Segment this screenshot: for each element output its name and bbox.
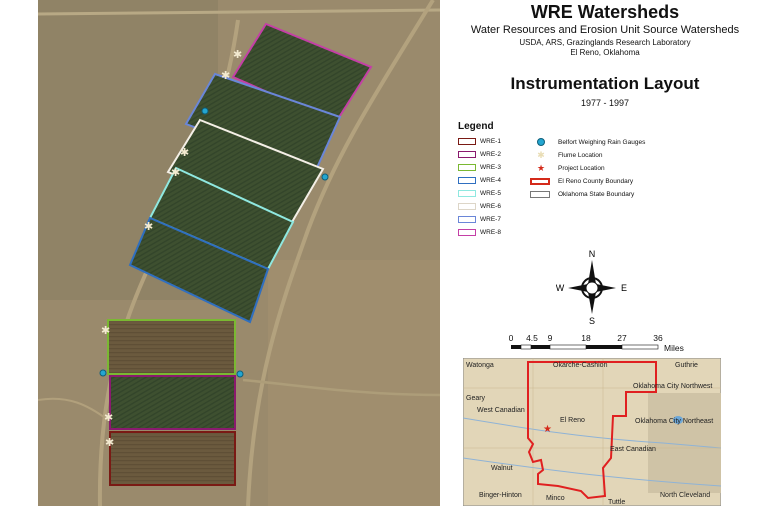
road-top: [38, 8, 440, 16]
rain-gauge-icon: [537, 138, 545, 146]
legend-swatch: [458, 150, 476, 158]
compass-w-label: W: [556, 283, 565, 293]
watershed-wre-2[interactable]: [109, 375, 236, 430]
legend-item-wre-7: WRE-7: [458, 214, 501, 224]
river: [463, 457, 721, 487]
scale-tick-label: 4.5: [526, 333, 538, 343]
legend-item-wre-4: WRE-4: [458, 175, 501, 185]
legend-item-state: Oklahoma State Boundary: [530, 189, 634, 199]
place-label: Oklahoma City Northwest: [633, 383, 712, 390]
track-west: [38, 397, 109, 421]
flume-star-icon[interactable]: ✱: [144, 220, 153, 233]
place-label: West Canadian: [477, 407, 525, 414]
layout-title: Instrumentation Layout: [510, 74, 700, 93]
rain-gauge-icon[interactable]: [321, 173, 329, 181]
legend-swatch: [458, 163, 476, 171]
scale-bar-segments: [511, 344, 659, 350]
aerial-photo-map: ✱ ✱ ✱ ✱ ✱ ✱ ✱ ✱: [38, 0, 440, 506]
project-star-icon: ★: [543, 424, 552, 435]
legend-swatch: [458, 137, 476, 145]
rain-gauge-icon[interactable]: [99, 369, 107, 377]
flume-star-icon[interactable]: ✱: [221, 69, 230, 82]
legend-item-wre-8: WRE-8: [458, 227, 501, 237]
place-label: Minco: [546, 495, 565, 502]
scale-tick-label: 18: [581, 333, 591, 343]
compass-rose-icon: [568, 260, 616, 314]
place-label: El Reno: [560, 417, 585, 424]
flume-star-icon[interactable]: ✱: [171, 166, 180, 179]
place-label: Geary: [466, 395, 486, 402]
scale-bar: 0 4.5 9 18 27 36 Miles: [509, 333, 684, 353]
place-label: Tuttle: [608, 499, 625, 506]
scale-tick-label: 36: [653, 333, 663, 343]
scale-tick-label: 9: [548, 333, 553, 343]
place-label: Guthrie: [675, 362, 698, 369]
watershed-wre-4[interactable]: [128, 216, 270, 324]
flume-star-icon[interactable]: ✱: [233, 48, 242, 61]
county-boundary-swatch: [530, 177, 550, 185]
legend-swatch: [458, 202, 476, 210]
place-label: Watonga: [466, 362, 494, 369]
map-title: WRE Watersheds: [530, 2, 680, 22]
project-star-icon: ★: [536, 162, 546, 173]
el-reno-county-boundary: [527, 361, 657, 500]
place-label: Binger-Hinton: [479, 492, 522, 499]
compass-e-label: E: [621, 283, 627, 293]
north-arrow: N S W E: [556, 249, 627, 326]
legend-item-wre-2: WRE-2: [458, 149, 501, 159]
map-subtitle: Water Resources and Erosion Unit Source …: [470, 24, 740, 36]
legend-item-wre-6: WRE-6: [458, 201, 501, 211]
legend-item-wre-1: WRE-1: [458, 136, 501, 146]
state-boundary-swatch: [530, 190, 550, 198]
legend-item-county: El Reno County Boundary: [530, 176, 633, 186]
flume-star-icon[interactable]: ✱: [101, 324, 110, 337]
scale-tick-label: 27: [617, 333, 627, 343]
watershed-wre-3[interactable]: [107, 319, 236, 375]
watershed-wre-1[interactable]: [109, 431, 236, 486]
locator-map: ★ Watonga Okarche-Cashion Guthrie Oklaho…: [463, 358, 721, 506]
flume-star-icon[interactable]: ✱: [105, 436, 114, 449]
legend-swatch: [458, 215, 476, 223]
map-info-panel: WRE Watersheds Water Resources and Erosi…: [442, 0, 768, 509]
legend-item-wre-5: WRE-5: [458, 188, 501, 198]
legend-item-wre-3: WRE-3: [458, 162, 501, 172]
compass-s-label: S: [589, 316, 595, 326]
place-label: East Canadian: [610, 446, 656, 453]
flume-star-icon[interactable]: ✱: [104, 411, 113, 424]
legend-swatch: [458, 189, 476, 197]
agency-label: USDA, ARS, Grazinglands Research Laborat…: [519, 38, 691, 47]
compass-n-label: N: [589, 249, 596, 259]
legend-swatch: [458, 228, 476, 236]
river: [463, 417, 721, 449]
legend-title: Legend: [458, 121, 494, 132]
field-lower-right: [268, 260, 440, 506]
flume-star-icon[interactable]: ✱: [180, 146, 189, 159]
place-label: Oklahoma City Northeast: [635, 418, 713, 425]
scale-tick-label: 0: [509, 333, 514, 343]
location-label: El Reno, Oklahoma: [570, 48, 640, 57]
legend-swatch: [458, 176, 476, 184]
road-right: [246, 0, 435, 506]
lake: [673, 416, 683, 424]
legend-item-project: ★ Project Location: [536, 162, 605, 173]
rain-gauge-icon[interactable]: [201, 107, 209, 115]
place-label: Walnut: [491, 465, 513, 472]
years-label: 1977 - 1997: [580, 98, 630, 108]
legend-item-flume: ✱ Flume Location: [537, 149, 603, 160]
place-label: North Cleveland: [660, 492, 710, 499]
scale-unit-label: Miles: [664, 343, 684, 353]
legend-item-rain-gauge: Belfort Weighing Rain Gauges: [530, 137, 645, 147]
rain-gauge-icon[interactable]: [236, 370, 244, 378]
road-east: [242, 378, 440, 397]
flume-star-icon: ✱: [537, 149, 545, 160]
place-label: Okarche-Cashion: [553, 362, 608, 369]
